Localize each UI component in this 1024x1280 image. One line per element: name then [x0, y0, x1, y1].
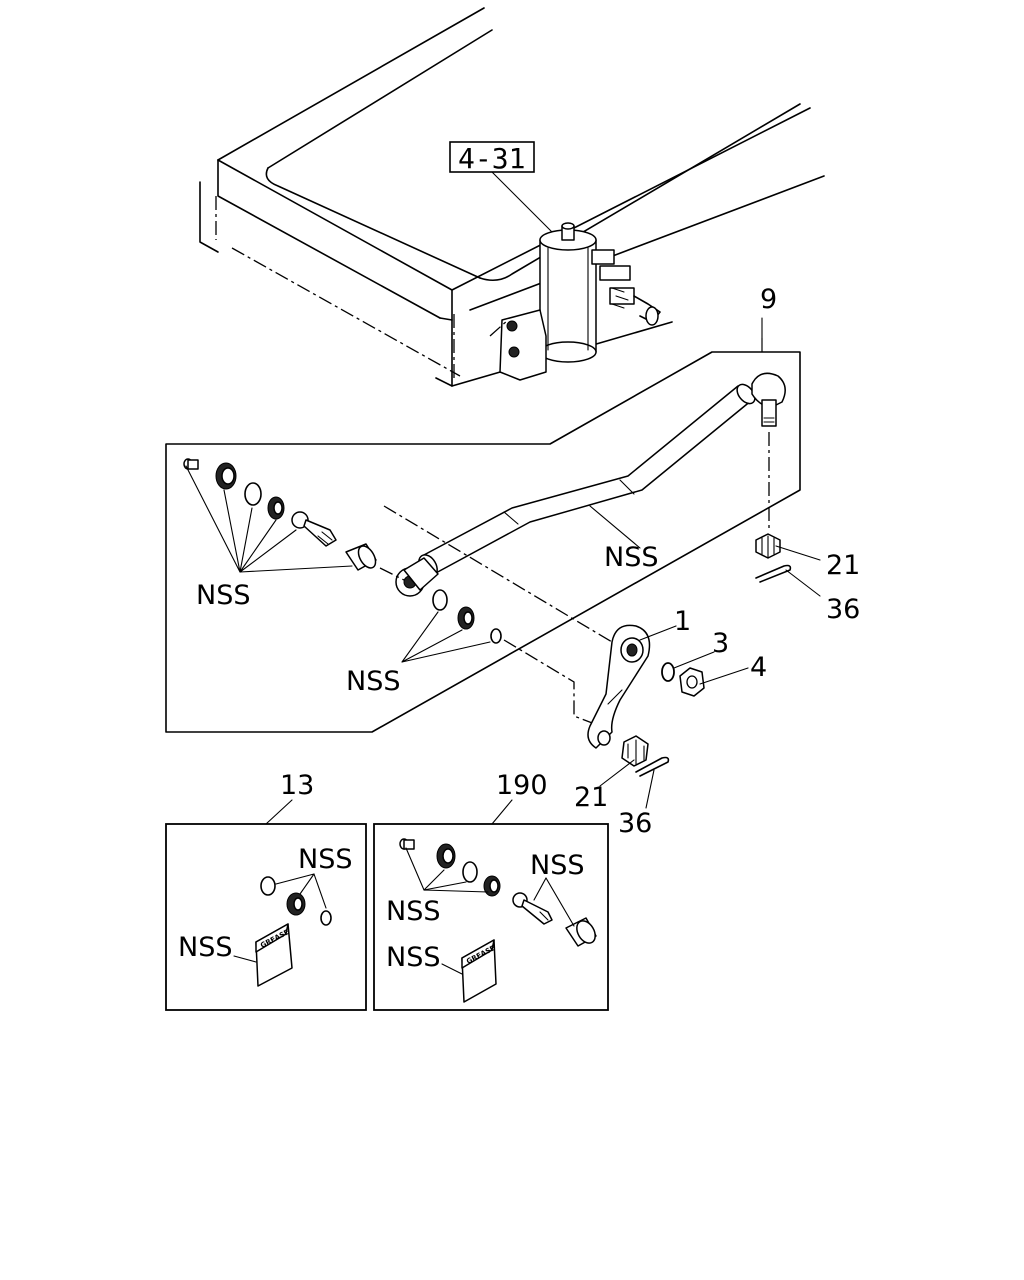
- callout-13[interactable]: 13: [280, 770, 314, 801]
- ball-socket-small-parts: [183, 458, 405, 581]
- cotter-pin-part-36-top: [755, 564, 792, 583]
- nss-label-kit190-bottom: NSS: [386, 942, 440, 973]
- nss-label-kit190-right: NSS: [530, 850, 584, 881]
- nss-label-kit190-left: NSS: [386, 896, 440, 927]
- nss-label-kit9-left: NSS: [196, 580, 250, 611]
- lower-socket-small-parts: [401, 589, 601, 727]
- kit-box-13: 13 NSS NSS GREASE: [165, 770, 367, 1011]
- callout-leaders: [599, 545, 821, 809]
- callout-4[interactable]: 4: [750, 652, 767, 683]
- idler-arm-part-1: [383, 505, 651, 749]
- drag-link-tube: [395, 372, 786, 597]
- castle-nut-part-21-top: [755, 533, 781, 559]
- nss-label-kit13-top: NSS: [298, 844, 352, 875]
- leader-nss-tube: [589, 505, 641, 549]
- chassis-frame: [199, 7, 825, 387]
- cotter-pin-part-36-bottom: [635, 756, 670, 777]
- washer-part-3: [661, 662, 675, 682]
- callout-9[interactable]: 9: [760, 284, 777, 315]
- kit-box-190: 190 NSS NSS NSS GREASE: [373, 770, 609, 1011]
- callout-3[interactable]: 3: [712, 628, 729, 659]
- callout-36-top[interactable]: 36: [826, 594, 860, 625]
- callout-21-top[interactable]: 21: [826, 550, 860, 581]
- steering-gear-assembly: 4-31: [449, 141, 661, 381]
- callout-36-bottom[interactable]: 36: [618, 808, 652, 839]
- ref-box-frame: [449, 141, 535, 173]
- nss-label-kit13-left: NSS: [178, 932, 232, 963]
- nss-label-kit9-lower: NSS: [346, 666, 400, 697]
- callout-1[interactable]: 1: [674, 606, 691, 637]
- nut-part-4: [679, 667, 705, 697]
- callout-21-bottom[interactable]: 21: [574, 782, 608, 813]
- callout-190[interactable]: 190: [496, 770, 548, 801]
- ref-box-label[interactable]: 4-31: [458, 142, 525, 175]
- castle-nut-part-21-bottom: [621, 735, 649, 767]
- nss-label-kit9-tube: NSS: [604, 542, 658, 573]
